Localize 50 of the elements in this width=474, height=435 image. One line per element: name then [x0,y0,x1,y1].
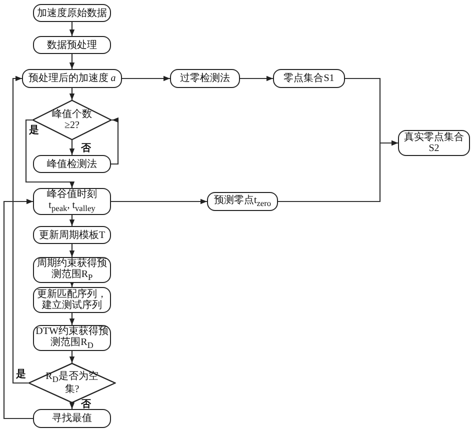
arrow [3,198,33,420]
process-box [33,409,111,428]
process-box [398,130,470,156]
arrow [69,402,75,409]
arrow [122,76,170,82]
node-text: 更新匹配序列，建立测试序列 [36,289,108,311]
process-box [207,192,278,211]
arrow [240,76,273,82]
node-text: 真实零点集合S2 [403,132,465,154]
node-text: 数据预处理 [47,40,97,50]
process-box [273,69,345,88]
arrow [12,76,28,384]
node-text: 预处理后的加速度 a [28,73,116,84]
arrow [278,140,398,202]
arrow [69,313,75,325]
arrow [69,244,75,257]
node-text: 加速度原始数据 [37,8,107,18]
process-box [33,188,111,215]
arrow [69,140,75,155]
arrow [69,280,75,287]
process-box [33,4,111,22]
node-text: 过零检测法 [180,73,230,84]
edge-label: 否 [80,144,92,154]
node-text: 预测零点t$_{zero}$ [214,194,272,208]
node-text: 更新周期模板T [38,230,106,240]
arrow [111,117,119,165]
node-text: t$_{peak}$, t$_{valley}$ [48,200,96,214]
edge-label: 是 [15,370,27,380]
node-text: 峰值检测法 [47,158,97,170]
process-box [170,69,240,88]
node-text: DTW约束获得预测范围R$_{D}$ [34,326,110,350]
edge-label: 否 [80,400,92,410]
node-text: 零点集合S1 [284,73,334,84]
node-text: R$_{D}$是否为空集? [44,370,100,396]
edge-label: 是 [28,126,40,136]
arrow [69,215,75,226]
arrow [69,54,75,69]
arrow [69,22,75,36]
arrow [69,88,75,100]
node-text: 峰谷值时刻 [47,189,97,200]
process-box [22,69,122,88]
process-box [33,36,111,54]
arrow [69,351,75,363]
node-text: 峰值个数≥2? [51,109,93,131]
arrow [111,198,207,204]
process-box [33,226,111,244]
node-text: 周期约束获得预测范围R$_{P}$ [36,258,108,282]
arrow [25,119,75,188]
node-text: 寻找最值 [52,413,92,424]
process-box [33,155,111,173]
